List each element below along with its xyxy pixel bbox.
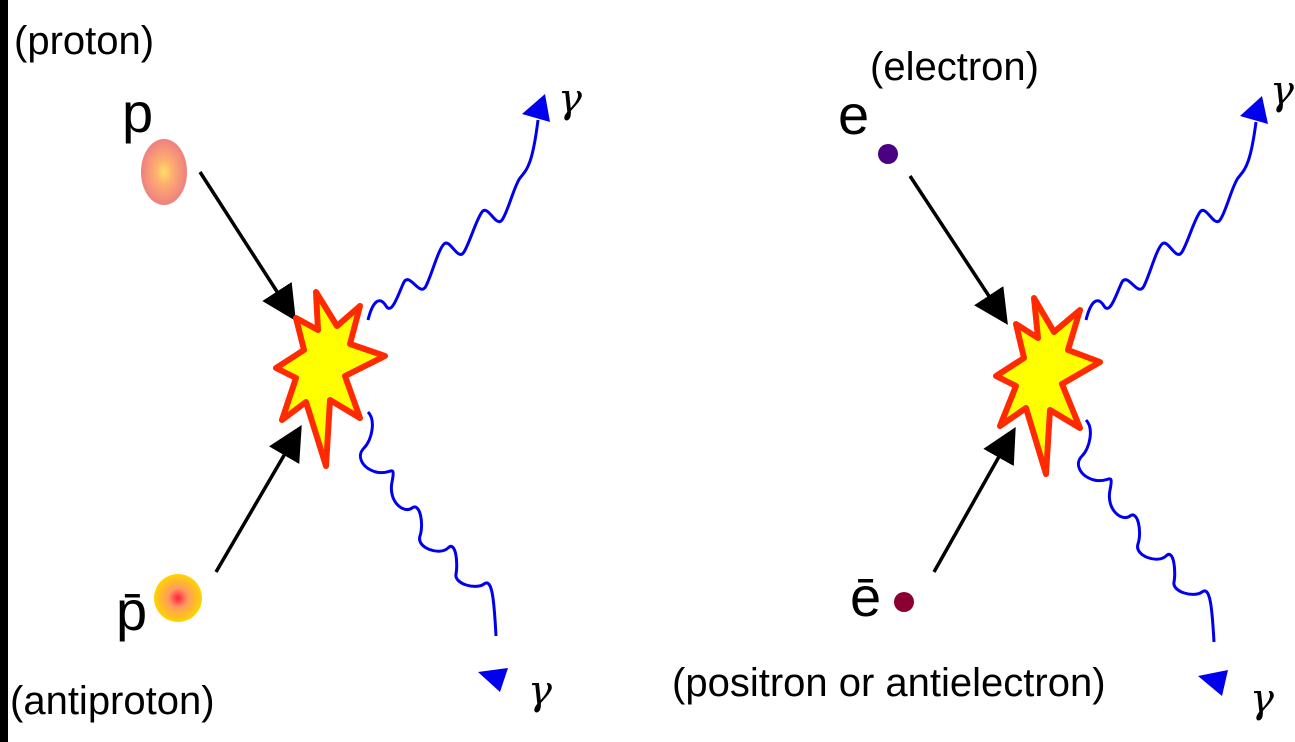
- positron-arrow: [932, 426, 1016, 573]
- proton-symbol: p: [122, 81, 153, 144]
- photon-arrowhead-upper: [522, 94, 550, 122]
- photon-wave-upper: [366, 119, 540, 321]
- antiproton-label: (antiproton): [10, 679, 215, 723]
- photon-wave-upper: [1084, 121, 1258, 321]
- proton-label: (proton): [14, 19, 154, 63]
- electron-symbol: e: [838, 83, 869, 146]
- positron-label: (positron or antielectron): [672, 661, 1106, 705]
- photon-gamma-upper: γ: [558, 76, 582, 122]
- electron-particle: [878, 144, 898, 164]
- annihilation-burst: [273, 289, 388, 469]
- photon-gamma-lower: γ: [1250, 676, 1274, 722]
- electron-arrow: [908, 175, 1008, 325]
- photon-arrowhead-lower: [1198, 670, 1228, 696]
- proton-annihilation-panel: (proton) p γ γ p̄ (antiproton): [10, 19, 582, 723]
- electron-annihilation-panel: e (electron) γ γ ē (positron or antielec…: [672, 45, 1294, 722]
- photon-wave-lower: [359, 410, 498, 637]
- antiproton-particle: [154, 574, 202, 622]
- positron-particle: [894, 592, 914, 612]
- left-border: [0, 0, 8, 742]
- positron-symbol: ē: [850, 565, 881, 628]
- photon-gamma-upper: γ: [1270, 68, 1294, 114]
- photon-arrowhead-upper: [1240, 96, 1268, 124]
- antiproton-symbol: p̄: [116, 579, 147, 642]
- proton-arrow: [198, 171, 296, 321]
- proton-particle: [141, 139, 187, 205]
- antiproton-arrow: [214, 424, 302, 573]
- electron-label: (electron): [870, 45, 1039, 89]
- photon-wave-lower: [1077, 418, 1216, 643]
- annihilation-burst: [993, 295, 1103, 477]
- photon-gamma-lower: γ: [528, 668, 552, 714]
- photon-arrowhead-lower: [478, 668, 508, 692]
